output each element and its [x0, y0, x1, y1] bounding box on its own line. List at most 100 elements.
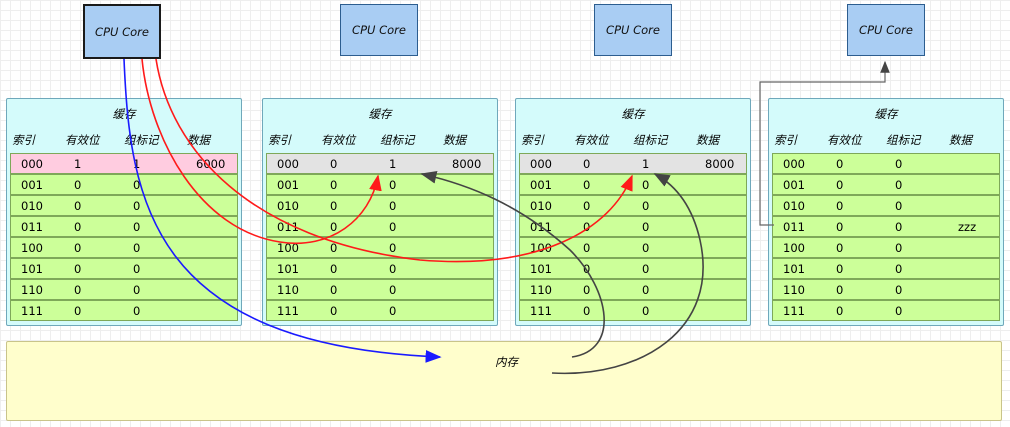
cache-column-header: 组标记 — [124, 133, 159, 147]
cache-column-header: 数据 — [696, 133, 719, 147]
cache-cell: 0 — [895, 157, 903, 171]
cache-cell: 0 — [74, 199, 82, 213]
cache-column-header: 数据 — [949, 133, 972, 147]
cache-column-header: 有效位 — [827, 133, 862, 147]
cache-cell: 011 — [783, 220, 805, 234]
cache-cell: 0 — [642, 283, 650, 297]
cache-cell: 0 — [133, 199, 141, 213]
cache-cell: 0 — [895, 241, 903, 255]
cache-cell: 0 — [74, 178, 82, 192]
cache-cell: 0 — [836, 304, 844, 318]
cache-cell: 001 — [530, 178, 552, 192]
cache-cell: 0 — [389, 262, 397, 276]
cache-cell: 0 — [895, 178, 903, 192]
cache-column-header: 索引 — [12, 133, 35, 147]
cache-cell: 0 — [836, 241, 844, 255]
cache-cell: 110 — [277, 283, 299, 297]
cache-row: 011 0 0 — [10, 216, 238, 237]
cache-cell: 1 — [74, 157, 82, 171]
cache-cell: 0 — [583, 199, 591, 213]
cache-cell: 0 — [133, 178, 141, 192]
cache-cell: 0 — [583, 178, 591, 192]
memory-label: 内存 — [495, 355, 518, 369]
cache-row: 010 0 0 — [10, 195, 238, 216]
cache-cell: 0 — [389, 199, 397, 213]
cache-cell: 000 — [277, 157, 299, 171]
cache-cell: 0 — [330, 262, 338, 276]
cache-cell: zzz — [958, 220, 977, 234]
cpu-core-label: CPU Core — [859, 23, 913, 37]
cache-cell: 0 — [895, 262, 903, 276]
cache-cell: 0 — [583, 262, 591, 276]
cache-cell: 0 — [74, 220, 82, 234]
cache-cell: 000 — [21, 157, 43, 171]
cpu-core-2[interactable]: CPU Core — [340, 4, 418, 56]
cache-cell: 101 — [783, 262, 805, 276]
cache-cell: 0 — [133, 220, 141, 234]
cache-column-header: 数据 — [187, 133, 210, 147]
cache-cell: 010 — [277, 199, 299, 213]
cache-cell: 0 — [836, 157, 844, 171]
cache-cell: 0 — [74, 283, 82, 297]
cache-column-header: 组标记 — [886, 133, 921, 147]
cache-cell: 111 — [530, 304, 552, 318]
cache-cell: 8000 — [705, 157, 735, 171]
cache-column-header: 有效位 — [574, 133, 609, 147]
cache-column-header: 索引 — [268, 133, 291, 147]
cache-cell: 0 — [642, 304, 650, 318]
cache-cell: 0 — [895, 199, 903, 213]
cache-title: 缓存 — [621, 107, 645, 121]
cache-cell: 010 — [21, 199, 43, 213]
cache-cell: 0 — [583, 283, 591, 297]
cache-cell: 0 — [330, 157, 338, 171]
cache-cell: 0 — [836, 199, 844, 213]
cache-row: 110 0 0 — [519, 279, 747, 300]
cache-cell: 011 — [530, 220, 552, 234]
cache-cell: 110 — [530, 283, 552, 297]
cache-cell: 0 — [642, 241, 650, 255]
cpu-core-4[interactable]: CPU Core — [847, 4, 925, 56]
cache-cell: 101 — [277, 262, 299, 276]
cache-cell: 011 — [277, 220, 299, 234]
cache-cell: 0 — [583, 157, 591, 171]
cache-cell: 0 — [895, 304, 903, 318]
cache-cell: 0 — [895, 220, 903, 234]
cache-cell: 010 — [530, 199, 552, 213]
cache-cell: 0 — [330, 241, 338, 255]
cache-column-header: 索引 — [774, 133, 797, 147]
cache-title: 缓存 — [368, 107, 392, 121]
cache-cell: 110 — [21, 283, 43, 297]
cpu-core-label: CPU Core — [95, 24, 149, 39]
cache-column-header: 组标记 — [633, 133, 668, 147]
cache-cell: 1 — [642, 157, 650, 171]
cache-cell: 001 — [783, 178, 805, 192]
cache-column-header: 索引 — [521, 133, 544, 147]
cache-cell: 0 — [389, 283, 397, 297]
cache-cell: 0 — [836, 262, 844, 276]
cache-cell: 0 — [583, 220, 591, 234]
cache-cell: 0 — [133, 262, 141, 276]
memory-block: 内存 — [6, 341, 1002, 421]
cache-cell: 011 — [21, 220, 43, 234]
cpu-core-1[interactable]: CPU Core — [83, 4, 161, 59]
cache-cell: 101 — [21, 262, 43, 276]
cpu-core-3[interactable]: CPU Core — [594, 4, 672, 56]
